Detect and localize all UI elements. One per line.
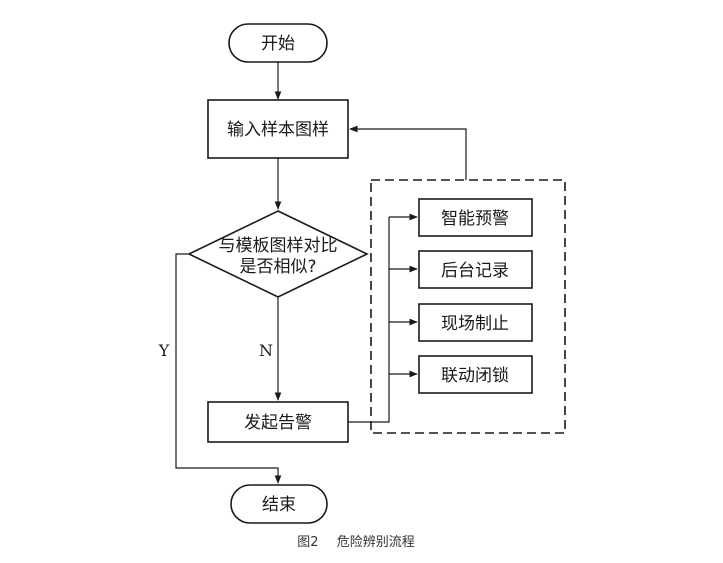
edge-group-to-input [349,125,467,180]
end-terminal [230,484,328,524]
input-sample-label: 输入样本图样 [227,120,329,140]
action-interlock-label: 联动闭锁 [441,366,509,386]
input-sample-box [207,99,349,159]
action-backend-record [418,250,533,289]
no-label: N [259,341,273,360]
figure-number: 图2 [297,535,318,550]
start-label: 开始 [261,34,295,54]
figure-caption: 图2 危险辨别流程 [297,535,414,550]
action-interlock [418,355,533,394]
action-smart-warning [418,198,533,237]
action-backend-record-label: 后台记录 [441,261,509,281]
action-onsite-stop [418,303,533,342]
alarm-label: 发起告警 [244,413,312,433]
decision-label-line1: 与模板图样对比 [219,236,338,256]
end-label: 结束 [262,495,296,515]
action-smart-warning-label: 智能预警 [441,209,509,229]
decision-label-line2: 是否相似? [239,257,316,277]
figure-title: 危险辨别流程 [337,535,415,550]
action-onsite-stop-label: 现场制止 [441,314,509,334]
yes-label: Y [158,341,170,360]
edge-alarm-to-actions [348,217,390,423]
edge-decision-to-end [175,253,282,484]
